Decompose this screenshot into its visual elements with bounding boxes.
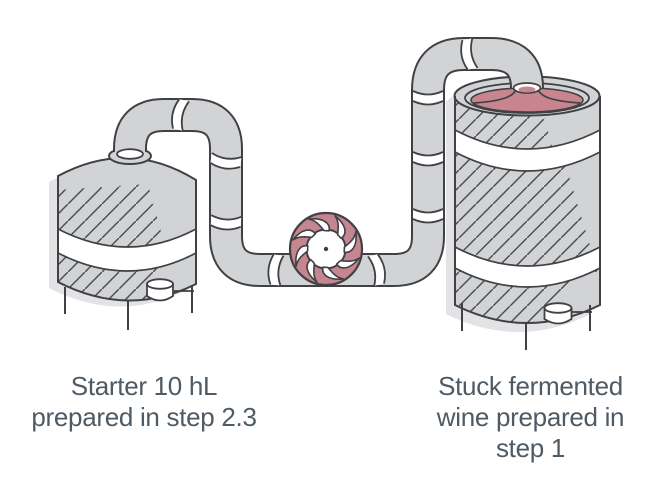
fermentation-tank <box>445 75 601 350</box>
starter-tank-outlet-valve <box>146 278 174 302</box>
starter-tank <box>49 147 197 330</box>
starter-tank-caption: Starter 10 hL prepared in step 2.3 <box>31 371 257 432</box>
starter-tank-outline <box>57 156 197 302</box>
pump-impeller-icon <box>288 211 364 287</box>
starter-tank-band <box>57 228 197 272</box>
fermentation-tank-outlet-valve <box>543 302 573 325</box>
starter-tank-legs <box>64 286 194 330</box>
fermentation-tank-band-lower <box>454 246 601 288</box>
wine-pour <box>473 82 581 104</box>
fermentation-tank-legs <box>461 303 592 350</box>
nozzle-flange <box>116 148 144 160</box>
fermentation-tank-band-upper <box>454 129 601 172</box>
fermentation-tank-caption: Stuck fermented wine prepared in step 1 <box>436 371 625 463</box>
pump-axle-dot <box>323 246 329 252</box>
